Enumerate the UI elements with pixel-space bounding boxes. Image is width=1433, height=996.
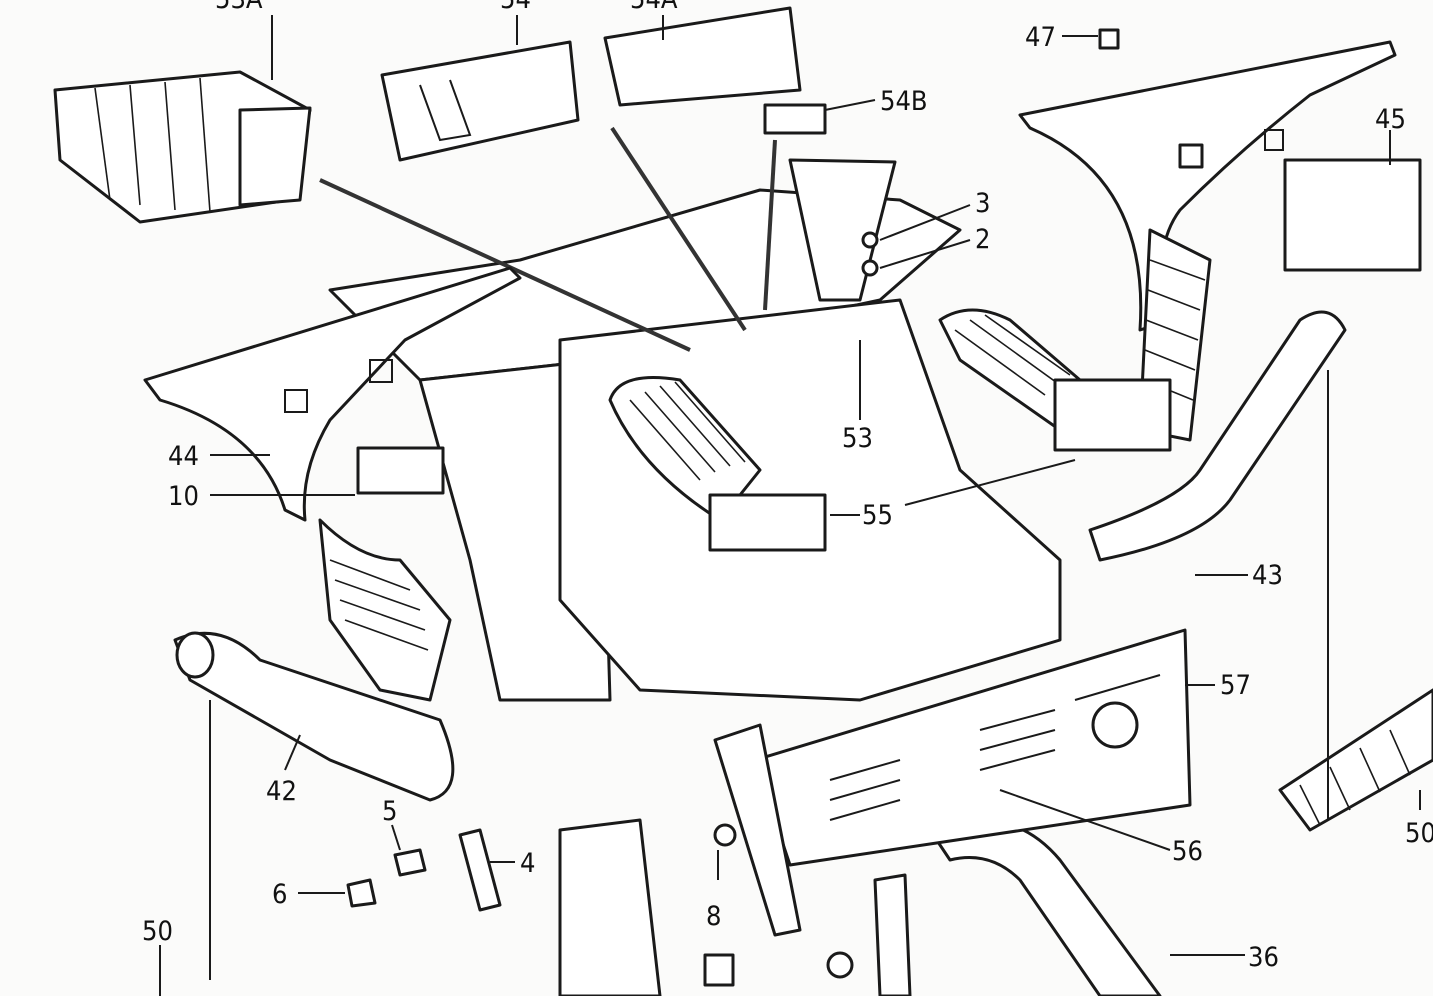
label-43: 43 bbox=[1252, 560, 1283, 591]
label-3: 3 bbox=[975, 188, 990, 219]
leader-lines bbox=[159, 15, 1421, 996]
label-45: 45 bbox=[1375, 104, 1406, 135]
small-fasteners bbox=[346, 28, 1422, 987]
label-55: 55 bbox=[862, 500, 893, 531]
label-42: 42 bbox=[266, 776, 297, 807]
label-56: 56 bbox=[1172, 836, 1203, 867]
cover-54A bbox=[603, 6, 802, 107]
hose-50-right bbox=[1278, 688, 1433, 832]
duct-53A bbox=[53, 70, 312, 224]
part-labels: 53A 54 54A 47 54B 45 3 2 53 44 10 55 43 … bbox=[142, 0, 1433, 973]
pipe-36 bbox=[558, 818, 1162, 996]
label-6: 6 bbox=[272, 879, 287, 910]
label-2: 2 bbox=[975, 224, 990, 255]
label-10: 10 bbox=[168, 481, 199, 512]
label-8: 8 bbox=[706, 901, 721, 932]
label-4: 4 bbox=[520, 848, 535, 879]
label-36: 36 bbox=[1248, 942, 1279, 973]
label-57: 57 bbox=[1220, 670, 1251, 701]
duct-54 bbox=[380, 40, 580, 162]
control-panel-57 bbox=[713, 628, 1192, 937]
label-5: 5 bbox=[382, 796, 397, 827]
vent-44 bbox=[143, 266, 522, 522]
label-53A: 53A bbox=[215, 0, 263, 15]
assembly-arrows bbox=[319, 126, 777, 352]
label-44: 44 bbox=[168, 441, 199, 472]
label-50-right: 50 bbox=[1405, 818, 1433, 849]
label-53: 53 bbox=[842, 423, 873, 454]
hose-42 bbox=[173, 631, 455, 802]
clip-54B bbox=[763, 103, 827, 135]
label-50-left: 50 bbox=[142, 916, 173, 947]
hose-left-lower bbox=[318, 518, 452, 702]
label-54: 54 bbox=[500, 0, 531, 15]
label-54A: 54A bbox=[630, 0, 678, 15]
label-54B: 54B bbox=[880, 86, 928, 117]
label-47: 47 bbox=[1025, 22, 1056, 53]
